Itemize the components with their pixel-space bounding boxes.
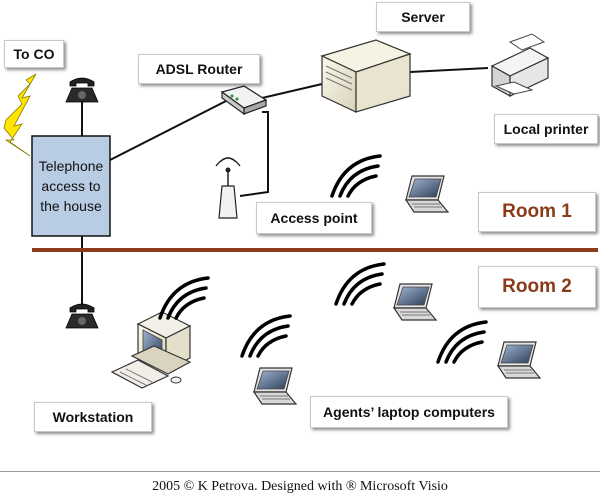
label-server: Server xyxy=(376,2,470,32)
line-router-accesspoint xyxy=(239,111,269,197)
printer-icon xyxy=(490,33,550,98)
wifi-signal-icon-4 xyxy=(436,320,488,364)
lightning-icon xyxy=(3,73,37,157)
wifi-signal-icon-1 xyxy=(330,154,382,198)
antenna-icon xyxy=(215,157,241,219)
server-icon xyxy=(320,39,412,113)
laptop-icon-room2-b xyxy=(497,341,541,379)
house-label-line-1: Telephone xyxy=(38,158,104,174)
house-label-line-2: access to xyxy=(41,178,101,194)
label-workstation: Workstation xyxy=(34,402,152,432)
label-local-printer: Local printer xyxy=(494,114,598,144)
label-adsl-router: ADSL Router xyxy=(138,54,260,84)
label-to-co: To CO xyxy=(4,40,64,68)
laptop-icon-room2-c xyxy=(253,367,297,405)
room-1-label: Room 1 xyxy=(478,192,596,232)
footer-credit: 2005 © K Petrova. Designed with ® Micros… xyxy=(0,471,600,501)
house-access-box xyxy=(31,135,111,237)
telephone-icon xyxy=(65,77,99,103)
laptop-icon-room1 xyxy=(405,175,449,213)
label-access-point: Access point xyxy=(256,202,372,234)
label-agents-laptops: Agents’ laptop computers xyxy=(310,396,508,428)
house-label: Telephone access to the house xyxy=(32,156,110,216)
wifi-signal-icon-5 xyxy=(240,314,292,358)
line-server-printer xyxy=(409,67,489,73)
laptop-icon-room2-a xyxy=(393,283,437,321)
room-2-label: Room 2 xyxy=(478,266,596,308)
house-label-line-3: the house xyxy=(40,198,102,214)
line-router-server xyxy=(261,83,323,99)
wifi-signal-icon-3 xyxy=(334,262,386,306)
wifi-signal-icon-2 xyxy=(158,276,210,320)
telephone-icon-2 xyxy=(65,303,99,329)
workstation-icon xyxy=(110,311,192,389)
line-router-house xyxy=(109,99,229,161)
router-icon xyxy=(220,85,268,116)
